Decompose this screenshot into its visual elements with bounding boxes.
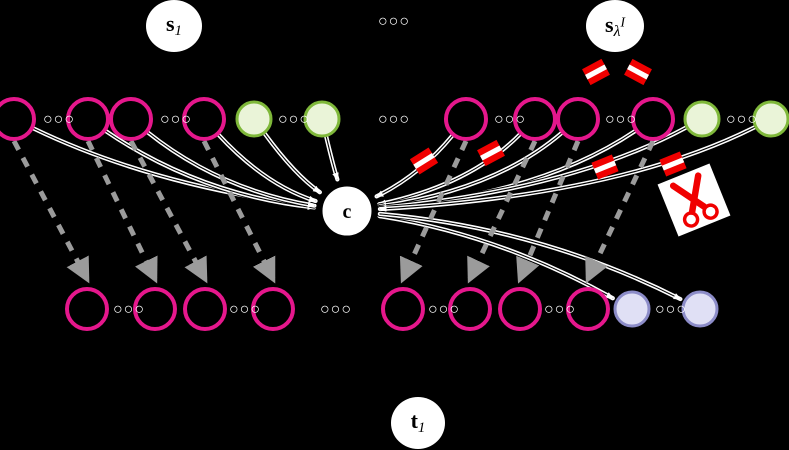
target-node-pink[interactable] xyxy=(183,287,227,331)
cut-markers-group xyxy=(409,58,687,180)
ellipsis-bottom: ○○○ xyxy=(113,301,145,318)
source-node-pink[interactable] xyxy=(513,97,557,141)
edge-center-seam xyxy=(379,215,614,299)
target-node-blue[interactable] xyxy=(613,290,651,328)
scissors-blade-left xyxy=(669,182,708,210)
label-source-first: s1 xyxy=(146,0,202,52)
dashed-arrow-source-to-target xyxy=(128,139,208,284)
cut-marker-stripe xyxy=(585,64,607,80)
edge-center-seam xyxy=(378,132,563,209)
source-node-pink[interactable] xyxy=(444,97,488,141)
dashed-arrow-source-to-target xyxy=(585,139,656,284)
source-node-green[interactable] xyxy=(303,100,341,138)
center-node[interactable] xyxy=(322,186,372,236)
edge-center-seam xyxy=(379,213,682,300)
cut-marker xyxy=(409,147,439,175)
edge-center-seam xyxy=(264,132,321,193)
cut-marker-stripe xyxy=(661,157,685,171)
target-node-pink[interactable] xyxy=(381,287,425,331)
cut-marker-stripe xyxy=(480,145,502,161)
dashed-arrow-source-to-target xyxy=(467,139,538,284)
ellipsis-bottom: ○○○ xyxy=(320,301,352,318)
label-source-last-sub: λ xyxy=(613,22,621,40)
cut-marker xyxy=(477,139,505,167)
dashed-arrows-group xyxy=(11,139,656,284)
scissors-group xyxy=(657,163,731,237)
ellipsis-top: ○○○ xyxy=(726,111,758,128)
nodes-group xyxy=(0,97,789,331)
source-node-green[interactable] xyxy=(235,100,273,138)
source-node-pink[interactable] xyxy=(66,97,110,141)
cut-marker-stripe xyxy=(627,64,649,80)
ellipsis-top: ○○○ xyxy=(605,111,637,128)
ellipsis-bottom: ○○○ xyxy=(655,301,687,318)
scissors-blade-right xyxy=(688,172,702,215)
label-source-first-sub: 1 xyxy=(174,23,183,40)
source-node-pink[interactable] xyxy=(109,97,153,141)
ellipsis-bottom: ○○○ xyxy=(544,301,576,318)
dashed-arrow-source-to-target xyxy=(399,139,469,284)
center-node-label: c xyxy=(343,201,352,223)
ellipsis-top: ○○○ xyxy=(378,111,410,128)
target-node-pink[interactable] xyxy=(251,287,295,331)
scissors-handle-left xyxy=(682,211,700,228)
source-node-green[interactable] xyxy=(752,100,789,138)
source-node-pink[interactable] xyxy=(0,97,36,141)
cut-marker xyxy=(582,58,610,86)
edges-group xyxy=(29,124,758,303)
scissors-icon xyxy=(657,163,731,237)
cut-marker xyxy=(624,58,652,86)
ellipsis-top: ○○○ xyxy=(160,111,192,128)
target-node-pink[interactable] xyxy=(448,287,492,331)
ellipsis-bottom: ○○○ xyxy=(229,301,261,318)
source-node-pink[interactable] xyxy=(556,97,600,141)
cut-marker xyxy=(659,151,687,177)
dashed-arrow-source-to-target xyxy=(11,139,90,284)
edge-center-seam xyxy=(104,130,316,210)
target-node-pink[interactable] xyxy=(566,287,610,331)
edge-center-seam xyxy=(378,133,521,207)
scissors-handle-right xyxy=(702,203,719,220)
ellipsis-header: ○○○ xyxy=(378,13,410,30)
ellipsis-bottom: ○○○ xyxy=(428,301,460,318)
edge-center-seam xyxy=(217,133,317,203)
label-source-last: sλI xyxy=(586,0,644,52)
cut-marker-stripe xyxy=(413,152,435,170)
target-node-pink[interactable] xyxy=(498,287,542,331)
dashed-arrow-source-to-target xyxy=(85,139,158,284)
edge-center-seam xyxy=(378,126,756,212)
ellipsis-top: ○○○ xyxy=(494,111,526,128)
center-node-group: c xyxy=(322,186,372,236)
target-node-pink[interactable] xyxy=(133,287,177,331)
dashed-arrow-source-to-target xyxy=(516,140,581,284)
label-target-first-sub: 1 xyxy=(417,420,426,437)
edge-center-seam xyxy=(325,135,339,181)
dashed-arrow-source-to-target xyxy=(201,139,276,284)
ellipsis-top: ○○○ xyxy=(278,111,310,128)
source-node-green[interactable] xyxy=(683,100,721,138)
label-source-last-sup: I xyxy=(620,13,625,29)
target-node-blue[interactable] xyxy=(681,290,719,328)
target-node-pink[interactable] xyxy=(65,287,109,331)
ellipsis-top: ○○○ xyxy=(43,111,75,128)
cut-marker xyxy=(591,154,619,180)
source-node-pink[interactable] xyxy=(182,97,226,141)
cut-marker-stripe xyxy=(593,160,617,174)
label-target-first: t1 xyxy=(391,397,445,449)
source-node-pink[interactable] xyxy=(631,97,675,141)
